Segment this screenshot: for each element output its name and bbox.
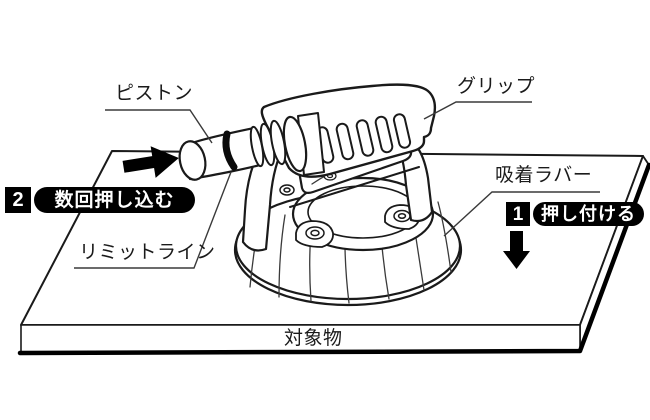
step-2-text: 数回押し込む [34, 187, 195, 213]
screw-tab-back [279, 184, 295, 196]
grip-label: グリップ [457, 76, 536, 97]
handle-right-leg [398, 143, 434, 223]
target-object-label: 対象物 [284, 328, 343, 349]
suction-rubber-leader [443, 191, 600, 237]
screw-tab-left [295, 220, 334, 248]
step-2-number: 2 [5, 187, 31, 213]
step-1-badge: 1 押し付ける [506, 202, 644, 226]
step-1-number: 1 [506, 202, 530, 226]
piston-assembly [178, 112, 325, 181]
down-arrow-icon [503, 231, 530, 269]
suction-tool [178, 83, 463, 307]
piston-label: ピストン [115, 83, 194, 104]
piston-nut-ring [282, 115, 308, 173]
step-2-badge: 2 数回押し込む [5, 187, 195, 213]
limit-line-ring [222, 130, 238, 171]
leader-lines [74, 101, 600, 269]
collar-rings [249, 119, 287, 168]
limit-line-label: リミットライン [79, 242, 216, 263]
handle-bar-bottom-edge [289, 166, 420, 208]
limit-line-leader [74, 171, 232, 269]
step-1-text: 押し付ける [533, 202, 644, 226]
finger-grooves [315, 113, 412, 164]
board-bottom-edge [17, 162, 650, 356]
piston-end-cap [178, 140, 207, 181]
right-arrow-icon [122, 146, 179, 178]
suction-rubber-label: 吸着ラバー [495, 165, 593, 186]
grip-leader [423, 101, 532, 120]
piston-leader [105, 109, 213, 144]
